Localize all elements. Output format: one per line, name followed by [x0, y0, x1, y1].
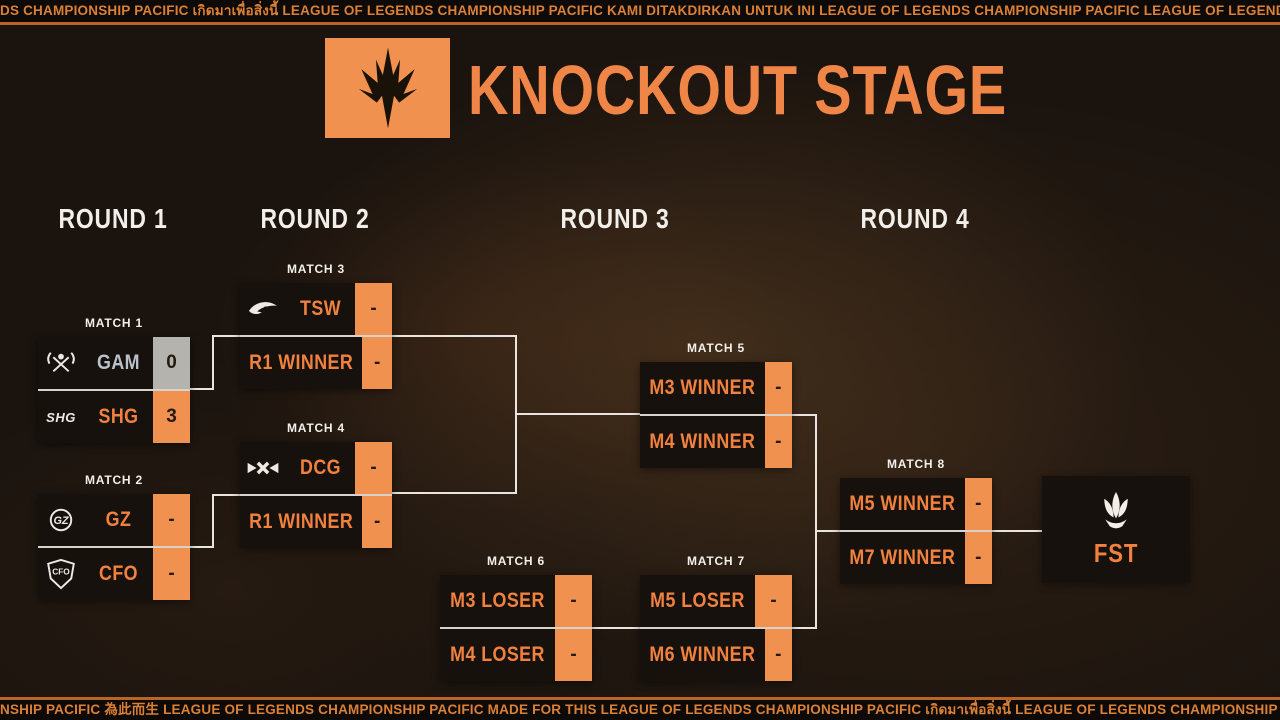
team-name: GAM — [97, 351, 140, 374]
match-1-label: MATCH 1 — [84, 316, 144, 330]
ticker-top-text: DS CHAMPIONSHIP PACIFIC เกิดมาเพื่อสิ่งน… — [0, 3, 1280, 18]
match-1-box: GAM 0 SHG SHG 3 — [38, 337, 190, 443]
team-row-cfo: CFO CFO - — [38, 546, 190, 600]
shg-logo-icon: SHG — [46, 409, 76, 425]
match-2-label: MATCH 2 — [84, 473, 144, 487]
team-name: M5 LOSER — [650, 589, 745, 612]
match-3: MATCH 3 TSW - R1 WINNER - — [240, 262, 392, 389]
team-name: CFO — [99, 562, 138, 585]
round-3-header: ROUND 3 — [560, 203, 670, 234]
match-4-box: DCG - R1 WINNER - — [240, 442, 392, 548]
fst-logo-icon — [1104, 491, 1128, 529]
match-7-box: M5 LOSER - M6 WINNER - — [640, 575, 792, 681]
cfo-logo-icon: CFO — [38, 548, 84, 600]
team-name: R1 WINNER — [249, 351, 354, 374]
match-2-box: GZ GZ - CFO CFO - — [38, 494, 190, 600]
team-name: R1 WINNER — [249, 510, 354, 533]
ticker-bottom: NSHIP PACIFIC 為此而生 LEAGUE OF LEGENDS CHA… — [0, 697, 1280, 720]
dcg-logo-icon — [240, 442, 286, 494]
team-row-dcg: DCG - — [240, 442, 392, 494]
tsw-logo-icon — [240, 283, 286, 335]
team-name: M6 WINNER — [649, 643, 756, 666]
score-box: - — [355, 283, 392, 335]
champion-name: FST — [1093, 538, 1139, 568]
team-name: M3 WINNER — [649, 376, 756, 399]
team-name: DCG — [300, 456, 341, 479]
match-6-box: M3 LOSER - M4 LOSER - — [440, 575, 592, 681]
team-name: SHG — [98, 405, 139, 428]
score-box: - — [964, 532, 992, 584]
score-box: - — [362, 337, 392, 389]
match-8-box: M5 WINNER - M7 WINNER - — [840, 478, 992, 584]
team-row-tsw: TSW - — [240, 283, 392, 335]
score-box: 0 — [153, 337, 190, 389]
score-box: - — [153, 494, 190, 546]
gz-logo-icon: GZ — [38, 494, 84, 546]
team-row-shg: SHG SHG 3 — [38, 389, 190, 443]
match-8: MATCH 8 M5 WINNER - M7 WINNER - — [840, 457, 992, 584]
score-box: - — [764, 629, 792, 681]
team-row-m6-winner: M6 WINNER - — [640, 627, 792, 681]
match-3-label: MATCH 3 — [286, 262, 346, 276]
match-6: MATCH 6 M3 LOSER - M4 LOSER - — [440, 554, 592, 681]
team-name: TSW — [300, 297, 341, 320]
score-box: 3 — [153, 391, 190, 443]
match-4: MATCH 4 DCG - R1 WINNER - — [240, 421, 392, 548]
match-3-box: TSW - R1 WINNER - — [240, 283, 392, 389]
match-7-label: MATCH 7 — [686, 554, 746, 568]
score-box: - — [555, 575, 592, 627]
match-4-label: MATCH 4 — [286, 421, 346, 435]
svg-text:GZ: GZ — [53, 515, 68, 527]
svg-text:CFO: CFO — [52, 567, 70, 577]
lcp-logo-icon — [358, 47, 417, 129]
team-row-m4-winner: M4 WINNER - — [640, 414, 792, 468]
team-row-m4-loser: M4 LOSER - — [440, 627, 592, 681]
champion-box: FST — [1042, 476, 1190, 583]
match-1: MATCH 1 GAM 0 SHG — [38, 316, 190, 443]
team-row-r1-winner: R1 WINNER - — [240, 335, 392, 389]
match-5-box: M3 WINNER - M4 WINNER - — [640, 362, 792, 468]
team-row-m5-loser: M5 LOSER - — [640, 575, 792, 627]
score-box: - — [764, 362, 792, 414]
team-name: M7 WINNER — [849, 546, 956, 569]
match-6-label: MATCH 6 — [486, 554, 546, 568]
team-row-m3-winner: M3 WINNER - — [640, 362, 792, 414]
team-row-m5-winner: M5 WINNER - — [840, 478, 992, 530]
team-name: M4 WINNER — [649, 430, 756, 453]
score-box: - — [153, 548, 190, 600]
score-box: - — [362, 496, 392, 548]
team-row-gz: GZ GZ - — [38, 494, 190, 546]
lcp-logo-badge — [325, 38, 450, 138]
team-row-m3-loser: M3 LOSER - — [440, 575, 592, 627]
team-name: GZ — [105, 508, 132, 531]
round-4-header: ROUND 4 — [860, 203, 970, 234]
team-name: M5 WINNER — [849, 492, 956, 515]
team-row-r1-winner: R1 WINNER - — [240, 494, 392, 548]
ticker-top: DS CHAMPIONSHIP PACIFIC เกิดมาเพื่อสิ่งน… — [0, 0, 1280, 25]
team-row-m7-winner: M7 WINNER - — [840, 530, 992, 584]
score-box: - — [555, 629, 592, 681]
ticker-bottom-text: NSHIP PACIFIC 為此而生 LEAGUE OF LEGENDS CHA… — [0, 702, 1280, 717]
score-box: - — [964, 478, 992, 530]
team-name: M4 LOSER — [450, 643, 545, 666]
match-8-label: MATCH 8 — [886, 457, 946, 471]
match-7: MATCH 7 M5 LOSER - M6 WINNER - — [640, 554, 792, 681]
score-box: - — [755, 575, 792, 627]
round-2-header: ROUND 2 — [260, 203, 370, 234]
score-box: - — [355, 442, 392, 494]
round-1-header: ROUND 1 — [58, 203, 168, 234]
match-5-label: MATCH 5 — [686, 341, 746, 355]
team-row-gam: GAM 0 — [38, 337, 190, 389]
score-box: - — [764, 416, 792, 468]
match-5: MATCH 5 M3 WINNER - M4 WINNER - — [640, 341, 792, 468]
page-title: KNOCKOUT STAGE — [468, 51, 1008, 129]
match-2: MATCH 2 GZ GZ - CFO — [38, 473, 190, 600]
gam-logo-icon — [38, 337, 84, 389]
team-name: M3 LOSER — [450, 589, 545, 612]
